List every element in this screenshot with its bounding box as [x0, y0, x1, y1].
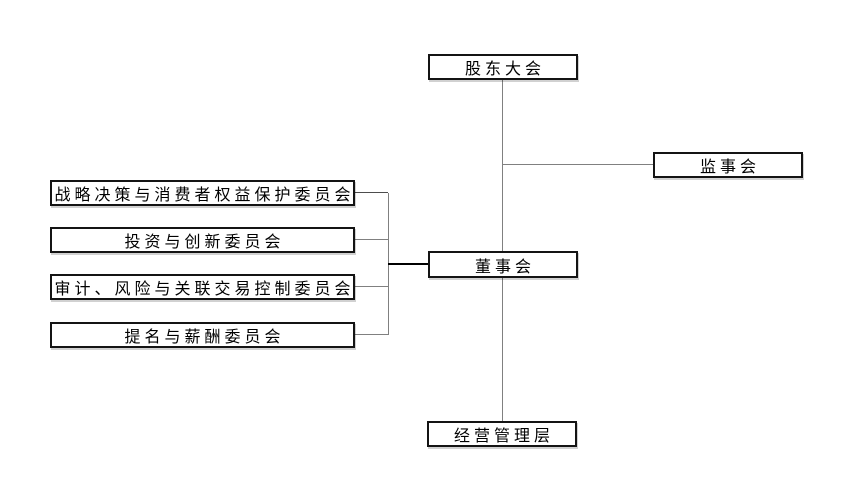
connector-stub-audit — [355, 286, 388, 287]
node-board-of-directors: 董事会 — [428, 251, 578, 278]
connector-board-management — [502, 278, 503, 421]
connector-shareholders-board — [502, 80, 503, 251]
node-supervisory-board: 监事会 — [653, 152, 803, 178]
connector-stub-nomination — [355, 334, 388, 335]
connector-stub-strategy — [355, 192, 388, 193]
node-management-level: 经营管理层 — [427, 421, 577, 447]
node-audit-risk-related-transactions-committee: 审计、风险与关联交易控制委员会 — [50, 274, 355, 300]
node-shareholders-meeting: 股东大会 — [428, 54, 578, 80]
node-investment-innovation-committee: 投资与创新委员会 — [50, 227, 355, 253]
node-nomination-remuneration-committee: 提名与薪酬委员会 — [50, 322, 355, 348]
connector-bus-to-board — [388, 263, 428, 265]
connector-supervisory-branch — [502, 164, 653, 165]
connector-stub-investment — [355, 239, 388, 240]
node-strategy-consumer-protection-committee: 战略决策与消费者权益保护委员会 — [50, 180, 355, 206]
